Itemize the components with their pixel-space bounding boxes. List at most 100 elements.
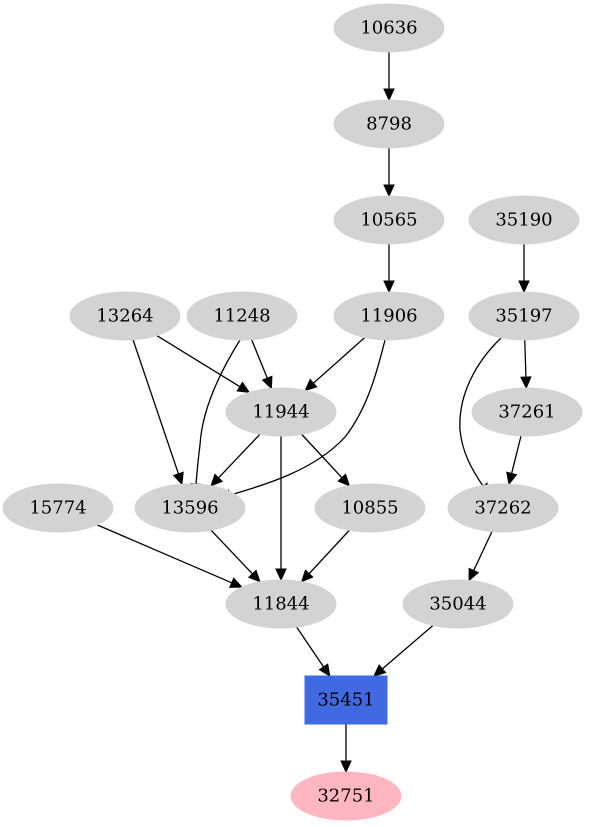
node-ellipse	[333, 3, 445, 53]
node-11944: 11944	[225, 387, 337, 437]
nodes-layer: 10636 8798 10565 35190 13264 11248 11906 35197 1…	[2, 3, 583, 821]
node-13596: 13596	[134, 483, 246, 533]
arrowhead-icon	[228, 577, 243, 588]
node-10565: 10565	[333, 195, 445, 245]
node-label: 10855	[341, 498, 398, 519]
node-label: 13264	[96, 306, 153, 327]
edge-11944-to-11844	[275, 436, 287, 582]
arrowhead-icon	[172, 471, 184, 486]
arrowhead-icon	[520, 376, 532, 390]
node-ellipse	[468, 291, 580, 341]
edge-line	[296, 626, 325, 668]
edge-line	[524, 339, 527, 378]
arrowhead-icon	[318, 663, 331, 678]
node-ellipse	[186, 291, 298, 341]
edge-13264-to-11944	[156, 335, 251, 394]
node-ellipse	[314, 483, 426, 533]
node-label: 10565	[360, 210, 417, 231]
node-label: 15774	[29, 498, 86, 519]
arrowhead-icon	[337, 473, 351, 487]
node-label: 10636	[360, 18, 417, 39]
edge-line	[381, 624, 434, 670]
arrowhead-icon	[275, 568, 287, 582]
edge-15774-to-11844	[96, 524, 243, 588]
edge-line	[218, 433, 261, 479]
node-label: 37262	[474, 498, 531, 519]
edge-line	[96, 524, 233, 584]
arrowhead-icon	[468, 567, 480, 582]
edge-35044-to-35451	[373, 624, 434, 677]
node-11248: 11248	[186, 291, 298, 341]
edge-10855-to-11844	[300, 529, 350, 583]
node-ellipse	[447, 483, 559, 533]
edge-line	[301, 433, 343, 479]
node-label: 35197	[495, 306, 552, 327]
edge-line	[459, 337, 502, 487]
edge-35197-to-37261	[520, 339, 532, 390]
node-37261: 37261	[471, 387, 583, 437]
edge-line	[511, 435, 522, 474]
node-8798: 8798	[333, 99, 445, 149]
edge-11944-to-13596	[210, 433, 261, 487]
node-box	[304, 675, 388, 725]
node-37262: 37262	[447, 483, 559, 533]
node-11906: 11906	[333, 291, 445, 341]
node-ellipse	[225, 579, 337, 629]
node-label: 8798	[366, 114, 412, 135]
node-label: 11844	[252, 594, 309, 615]
node-ellipse	[468, 195, 580, 245]
edge-line	[156, 335, 241, 388]
edge-line	[132, 339, 180, 475]
edge-line	[473, 531, 493, 571]
node-label: 11906	[360, 306, 417, 327]
node-ellipse	[69, 291, 181, 341]
node-ellipse	[2, 483, 114, 533]
node-10855: 10855	[314, 483, 426, 533]
arrowhead-icon	[300, 569, 314, 583]
edge-37261-to-37262	[506, 435, 522, 486]
node-ellipse	[290, 771, 402, 821]
node-label: 35451	[317, 690, 374, 711]
edge-11906-to-11944	[304, 337, 366, 392]
edge-line	[313, 337, 366, 384]
node-label: 35044	[429, 594, 486, 615]
edge-10565-to-11906	[383, 244, 395, 294]
node-35190: 35190	[468, 195, 580, 245]
arrowhead-icon	[247, 569, 261, 583]
node-35197: 35197	[468, 291, 580, 341]
edge-line	[308, 529, 350, 575]
arrowhead-icon	[518, 280, 530, 294]
edge-11248-to-11944	[250, 339, 273, 390]
node-label: 11248	[213, 306, 270, 327]
node-11844: 11844	[225, 579, 337, 629]
arrowhead-icon	[210, 473, 224, 487]
arrowhead-icon	[373, 664, 387, 677]
arrowhead-icon	[236, 381, 251, 394]
edge-35190-to-35197	[518, 244, 530, 294]
node-label: 35190	[495, 210, 552, 231]
arrowhead-icon	[383, 280, 395, 294]
edge-35451-to-32751	[340, 724, 352, 774]
node-label: 11944	[252, 402, 309, 423]
arrowhead-icon	[506, 471, 518, 486]
arrowhead-icon	[304, 378, 318, 392]
edge-8798-to-10565	[383, 148, 395, 198]
node-35451: 35451	[304, 675, 388, 725]
node-35044: 35044	[402, 579, 514, 629]
node-label: 32751	[317, 786, 374, 807]
edge-13264-to-13596	[132, 339, 184, 486]
node-label: 37261	[498, 402, 555, 423]
node-15774: 15774	[2, 483, 114, 533]
arrowhead-icon	[340, 760, 352, 774]
node-ellipse	[333, 99, 445, 149]
node-ellipse	[402, 579, 514, 629]
node-10636: 10636	[333, 3, 445, 53]
arrowhead-icon	[383, 184, 395, 198]
edge-11844-to-35451	[296, 626, 331, 678]
edge-11944-to-10855	[301, 433, 351, 487]
edge-13596-to-11844	[210, 529, 261, 583]
node-ellipse	[333, 195, 445, 245]
edge-line	[195, 339, 241, 485]
node-ellipse	[471, 387, 583, 437]
